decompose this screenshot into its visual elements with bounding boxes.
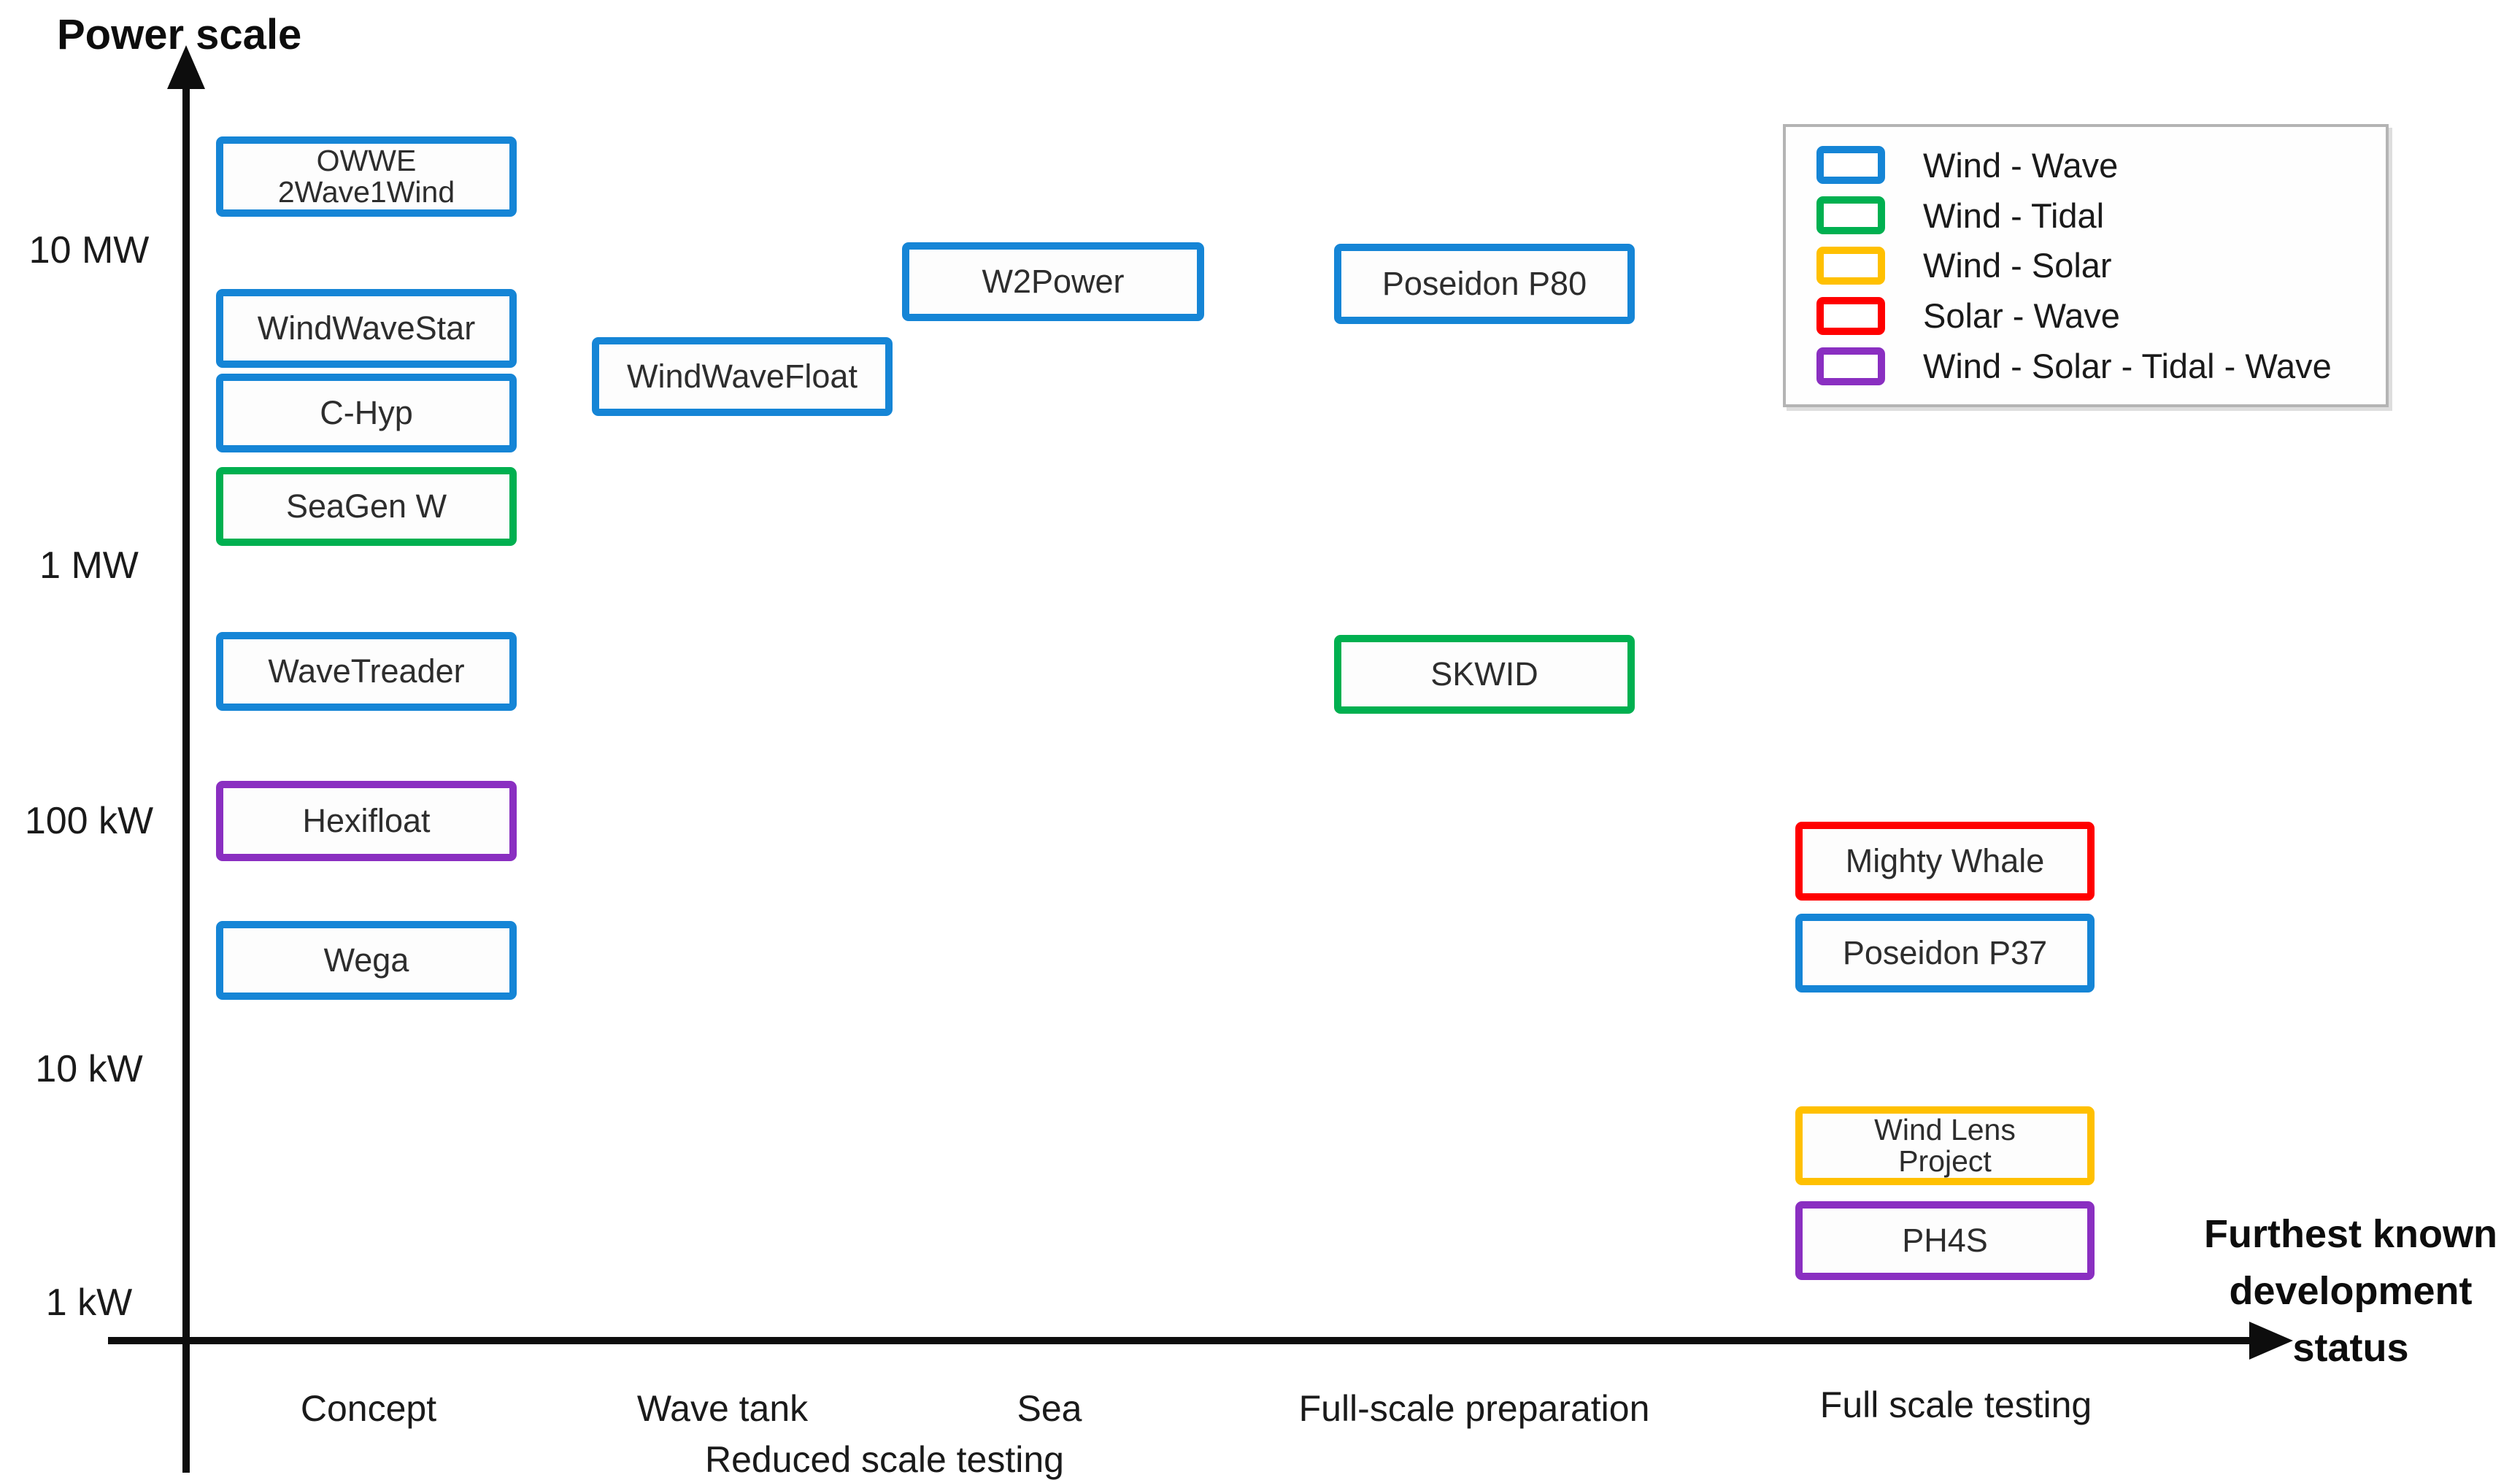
project-box: Poseidon P37 (1795, 914, 2095, 993)
x-axis-arrowhead-icon (2249, 1322, 2293, 1360)
y-tick-label: 1 kW (45, 1281, 133, 1324)
project-box: PH4S (1795, 1201, 2095, 1280)
y-axis-arrowhead-icon (167, 45, 205, 89)
legend-swatch-icon (1816, 246, 1885, 285)
project-box-label: WindWaveStar (257, 309, 476, 347)
project-box-label: Wega (323, 941, 409, 979)
legend-swatch-icon (1816, 296, 1885, 335)
project-box-label: Hexifloat (302, 802, 431, 840)
x-status-label: Wave tank (636, 1388, 809, 1429)
legend-item: Wind - Tidal (1816, 196, 2371, 236)
project-box: Hexifloat (216, 781, 517, 861)
project-box: SKWID (1334, 635, 1635, 714)
x-axis-line (108, 1337, 2258, 1344)
y-tick-label: 10 MW (28, 229, 150, 271)
project-box-label: SKWID (1430, 655, 1538, 693)
project-box: Mighty Whale (1795, 822, 2095, 901)
x-axis-title-line: Furthest known (2204, 1212, 2497, 1256)
y-tick-label: 100 kW (24, 800, 154, 842)
legend-swatch-icon (1816, 196, 1885, 235)
project-box-label: W2Power (982, 263, 1125, 301)
legend-swatch-icon (1816, 347, 1885, 385)
project-box-label: OWWE (316, 143, 417, 177)
legend-item: Wind - Wave (1816, 145, 2371, 185)
legend-item: Solar - Wave (1816, 296, 2371, 336)
x-status-label: Concept (300, 1388, 437, 1429)
x-status-label: Full scale testing (1819, 1384, 2092, 1425)
x-status-label: Reduced scale testing (705, 1439, 1064, 1480)
x-status-label: Full-scale preparation (1298, 1388, 1650, 1429)
project-box: W2Power (902, 242, 1204, 321)
legend-item: Wind - Solar (1816, 245, 2371, 285)
project-box: WaveTreader (216, 632, 517, 711)
y-tick-label: 1 MW (39, 544, 139, 587)
project-box-label: Poseidon P37 (1842, 934, 2048, 972)
y-axis-line (182, 85, 190, 1473)
x-status-label: Sea (1017, 1388, 1082, 1429)
project-box: C-Hyp (216, 374, 517, 452)
project-box-label: WindWaveFloat (627, 358, 858, 396)
legend-item-label: Wind - Tidal (1923, 196, 2105, 235)
y-tick-label: 10 kW (35, 1048, 143, 1090)
project-box-label: SeaGen W (285, 487, 447, 525)
project-box: Wega (216, 921, 517, 1000)
legend-item-label: Solar - Wave (1923, 296, 2120, 336)
legend-swatch-icon (1816, 146, 1885, 185)
project-box: SeaGen W (216, 467, 517, 546)
project-box-label: WaveTreader (268, 652, 465, 690)
project-box: Poseidon P80 (1334, 244, 1635, 324)
project-box-label: 2Wave1Wind (277, 175, 455, 209)
project-box-label: Poseidon P80 (1382, 265, 1587, 303)
legend-item-label: Wind - Wave (1923, 145, 2119, 185)
project-box-label: Mighty Whale (1845, 842, 2045, 880)
legend-item: Wind - Solar - Tidal - Wave (1816, 346, 2371, 386)
x-axis-title: Furthest known development status (2186, 1206, 2516, 1376)
project-box-label: C-Hyp (320, 394, 413, 432)
x-axis-title-line: development (2229, 1269, 2473, 1313)
project-box-label: Wind Lens (1874, 1112, 2016, 1146)
x-axis-title-line: status (2292, 1326, 2409, 1370)
project-box-label: Project (1898, 1144, 1992, 1178)
project-box-label: PH4S (1902, 1222, 1988, 1260)
project-box: WindWaveStar (216, 289, 517, 368)
project-box: WindWaveFloat (592, 337, 893, 416)
legend-item-label: Wind - Solar - Tidal - Wave (1923, 347, 2332, 386)
legend-item-label: Wind - Solar (1923, 246, 2112, 285)
